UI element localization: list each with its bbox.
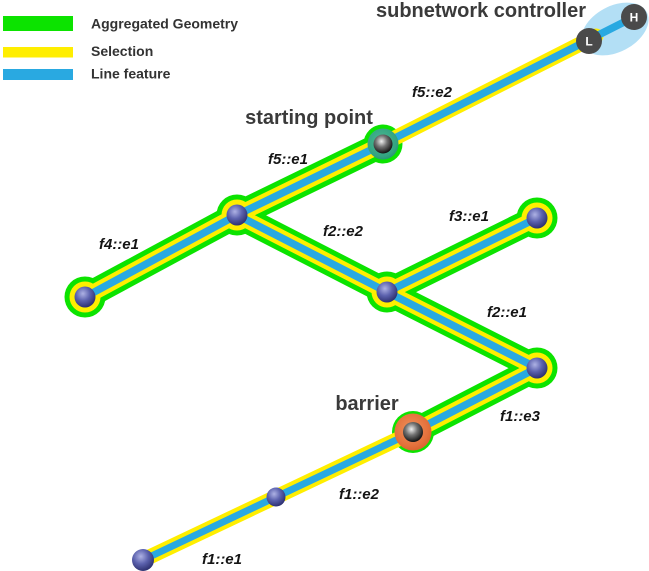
junction-node-icon xyxy=(526,357,548,379)
barrier-label: barrier xyxy=(335,393,399,415)
selection-node-rings xyxy=(69,199,553,384)
barrier-node-icon xyxy=(403,422,423,442)
edge-f5e1-line xyxy=(233,140,387,219)
junction-node-icon xyxy=(266,487,286,507)
junction-node-icon xyxy=(526,207,548,229)
edge-f1e3-line xyxy=(409,364,541,436)
controller-terminals: L H xyxy=(576,4,647,54)
junction-node-icon xyxy=(132,549,154,571)
legend-label-aggregated-geometry: Aggregated Geometry xyxy=(91,16,238,32)
junction-spheres xyxy=(74,134,548,571)
starting-point-label: starting point xyxy=(245,107,373,129)
edge-labels: f5::e2 f5::e1 f4::e1 f2::e2 f3::e1 f2::e… xyxy=(99,84,541,568)
legend-label-line-feature: Line feature xyxy=(91,66,171,82)
terminal-low-label: L xyxy=(585,35,592,49)
legend-swatch-line-feature xyxy=(3,69,73,80)
edge-f3e1-line xyxy=(383,214,541,296)
junction-node-icon xyxy=(376,281,398,303)
edge-label-f1e3: f1::e3 xyxy=(500,408,541,425)
starting-point-node-icon xyxy=(373,134,393,154)
legend-swatch-selection xyxy=(3,47,73,58)
legend: Aggregated Geometry Selection Line featu… xyxy=(3,16,238,82)
subnetwork-controller-label: subnetwork controller xyxy=(376,0,586,22)
junction-node-icon xyxy=(74,286,96,308)
edge-label-f3e1: f3::e1 xyxy=(449,208,489,225)
edge-label-f1e2: f1::e2 xyxy=(339,486,380,503)
edge-f2e2-line xyxy=(233,211,391,296)
terminal-high-label: H xyxy=(630,11,639,25)
edge-label-f4e1: f4::e1 xyxy=(99,236,139,253)
legend-swatch-aggregated-geometry xyxy=(3,16,73,31)
edge-label-f5e2: f5::e2 xyxy=(412,84,453,101)
edge-label-f2e2: f2::e2 xyxy=(323,223,364,240)
edge-label-f5e1: f5::e1 xyxy=(268,151,308,168)
edge-f4e1-line xyxy=(81,211,241,301)
terminal-high-icon xyxy=(621,4,647,30)
edge-label-f2e1: f2::e1 xyxy=(487,304,527,321)
junction-node-icon xyxy=(226,204,248,226)
edge-label-f1e1: f1::e1 xyxy=(202,551,242,568)
legend-label-selection: Selection xyxy=(91,43,153,59)
terminal-low-icon xyxy=(576,28,602,54)
edge-f2e1-line xyxy=(383,288,541,372)
